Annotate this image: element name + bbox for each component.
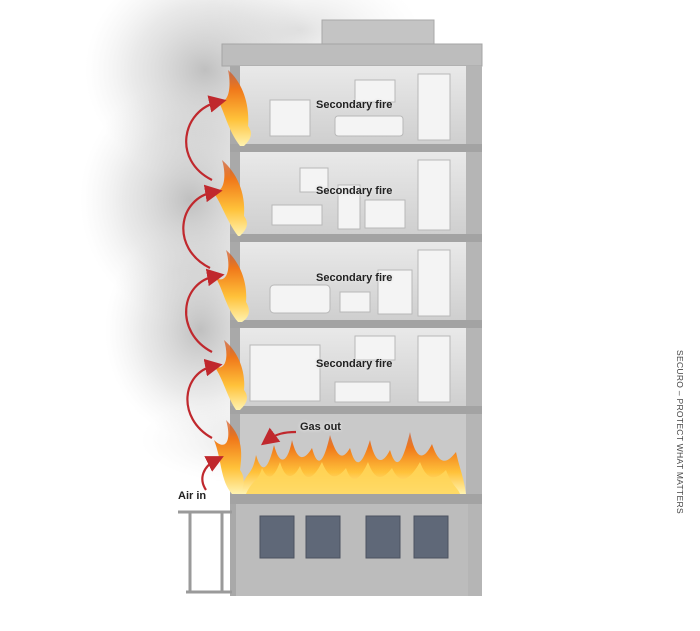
floor-slabs	[230, 144, 482, 504]
label-air-in: Air in	[178, 490, 207, 502]
furniture	[249, 73, 451, 403]
curved-arrow-icon	[182, 95, 297, 491]
flame-icon	[240, 432, 466, 494]
rooftop-unit	[321, 19, 435, 45]
label-secondary-fire-floor-2: Secondary fire	[316, 185, 393, 197]
side-caption: SECURO – PROTECT WHAT MATTERS	[675, 350, 685, 514]
building-left-wall	[230, 66, 240, 596]
roof	[221, 43, 483, 67]
building-right-wall	[466, 66, 482, 596]
ground-floor-windows	[259, 515, 449, 559]
label-secondary-fire-floor-3: Secondary fire	[316, 272, 393, 284]
flame-icon	[212, 70, 251, 494]
label-gas-out: Gas out	[300, 421, 341, 433]
entrance-canopy	[178, 510, 232, 594]
label-secondary-fire-floor-4: Secondary fire	[316, 358, 393, 370]
label-secondary-fire-floor-1: Secondary fire	[316, 99, 393, 111]
